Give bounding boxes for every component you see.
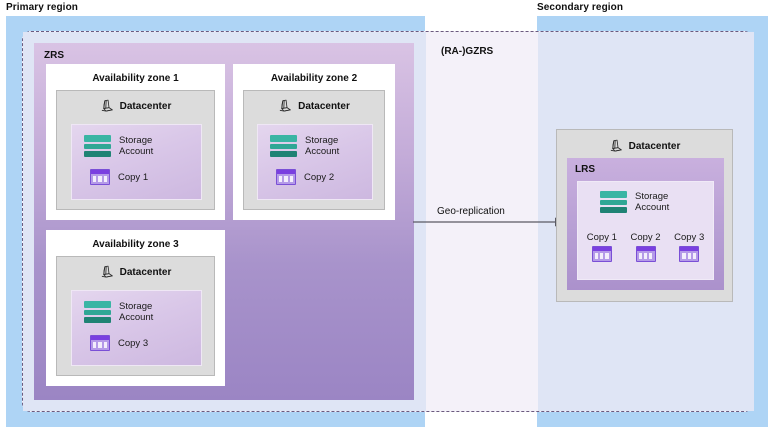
datacenter-card-zone-1: Datacenter Storage Account Copy <box>56 90 215 210</box>
storage-account-line2: Account <box>119 312 154 323</box>
storage-account-icon <box>270 135 297 157</box>
copy-label-secondary-3: Copy 3 <box>674 232 705 243</box>
datacenter-label-secondary: Datacenter <box>628 141 681 152</box>
copy-row-zone-2: Copy 2 <box>276 169 334 185</box>
datacenter-label-zone-1: Datacenter <box>119 101 172 112</box>
datacenter-heading-zone-1: Datacenter <box>57 99 214 114</box>
storage-account-row-secondary: Storage Account <box>600 191 669 213</box>
copy-icon <box>635 246 656 262</box>
datacenter-icon <box>609 139 624 154</box>
geo-replication-arrow <box>413 217 565 227</box>
storage-panel-secondary: Storage Account Copy 1 Copy 2 <box>577 181 714 280</box>
datacenter-heading-zone-2: Datacenter <box>244 99 384 114</box>
lrs-label: LRS <box>575 164 595 175</box>
storage-account-line1: Storage <box>119 301 153 312</box>
storage-account-icon <box>84 301 111 323</box>
datacenter-label-zone-3: Datacenter <box>119 267 172 278</box>
availability-zone-2-card: Availability zone 2 Datacenter <box>233 64 395 220</box>
storage-panel-zone-1: Storage Account Copy 1 <box>71 124 202 200</box>
availability-zone-3-title: Availability zone 3 <box>92 239 179 250</box>
primary-region-caption: Primary region <box>6 2 78 13</box>
datacenter-heading-secondary: Datacenter <box>557 139 732 154</box>
copy-item: Copy 2 <box>627 232 665 262</box>
storage-account-line1: Storage <box>305 135 339 146</box>
copy-icon <box>679 246 700 262</box>
storage-account-label-zone-3: Storage Account <box>119 301 153 323</box>
availability-zone-3-card: Availability zone 3 Datacenter <box>46 230 225 386</box>
zrs-label: ZRS <box>44 50 64 61</box>
datacenter-icon <box>100 265 115 280</box>
availability-zone-1-card: Availability zone 1 Datacenter <box>46 64 225 220</box>
copy-list-secondary: Copy 1 Copy 2 Copy 3 <box>583 232 708 262</box>
storage-account-line2: Account <box>635 202 670 213</box>
copy-item: Copy 1 <box>583 232 621 262</box>
datacenter-icon <box>100 99 115 114</box>
copy-icon <box>90 169 110 185</box>
storage-account-label-zone-1: Storage Account <box>119 135 153 157</box>
availability-zone-2-title: Availability zone 2 <box>270 73 358 84</box>
copy-row-zone-3: Copy 3 <box>90 335 148 351</box>
storage-account-line2: Account <box>119 146 154 157</box>
copy-row-zone-1: Copy 1 <box>90 169 148 185</box>
storage-panel-zone-3: Storage Account Copy 3 <box>71 290 202 366</box>
storage-account-row-zone-2: Storage Account <box>270 135 339 157</box>
storage-account-row-zone-1: Storage Account <box>84 135 153 157</box>
gzrs-label: (RA-)GZRS <box>441 46 494 57</box>
copy-label-zone-3: Copy 3 <box>118 337 149 349</box>
datacenter-card-zone-3: Datacenter Storage Account Copy <box>56 256 215 376</box>
copy-item: Copy 3 <box>670 232 708 262</box>
copy-icon <box>90 335 110 351</box>
storage-account-line1: Storage <box>119 135 153 146</box>
storage-account-label-secondary: Storage Account <box>635 191 669 213</box>
datacenter-card-zone-2: Datacenter Storage Account Copy <box>243 90 385 210</box>
storage-account-icon <box>600 191 627 213</box>
datacenter-label-zone-2: Datacenter <box>298 101 350 112</box>
copy-label-secondary-1: Copy 1 <box>586 232 617 243</box>
lrs-container: LRS Storage Account Copy 1 <box>567 158 724 290</box>
copy-label-zone-2: Copy 2 <box>304 171 335 183</box>
storage-account-line1: Storage <box>635 191 669 202</box>
storage-panel-zone-2: Storage Account Copy 2 <box>257 124 373 200</box>
datacenter-heading-zone-3: Datacenter <box>57 265 214 280</box>
storage-account-label-zone-2: Storage Account <box>305 135 339 157</box>
availability-zone-1-title: Availability zone 1 <box>92 73 179 84</box>
datacenter-card-secondary: Datacenter LRS Storage Account Copy 1 <box>556 129 733 302</box>
copy-icon <box>591 246 612 262</box>
geo-replication-label: Geo-replication <box>437 206 505 217</box>
storage-account-row-zone-3: Storage Account <box>84 301 153 323</box>
storage-account-line2: Account <box>305 146 340 157</box>
copy-label-zone-1: Copy 1 <box>118 171 149 183</box>
datacenter-icon <box>278 99 293 114</box>
copy-label-secondary-2: Copy 2 <box>630 232 661 243</box>
copy-icon <box>276 169 296 185</box>
secondary-region-caption: Secondary region <box>537 2 624 13</box>
storage-account-icon <box>84 135 111 157</box>
